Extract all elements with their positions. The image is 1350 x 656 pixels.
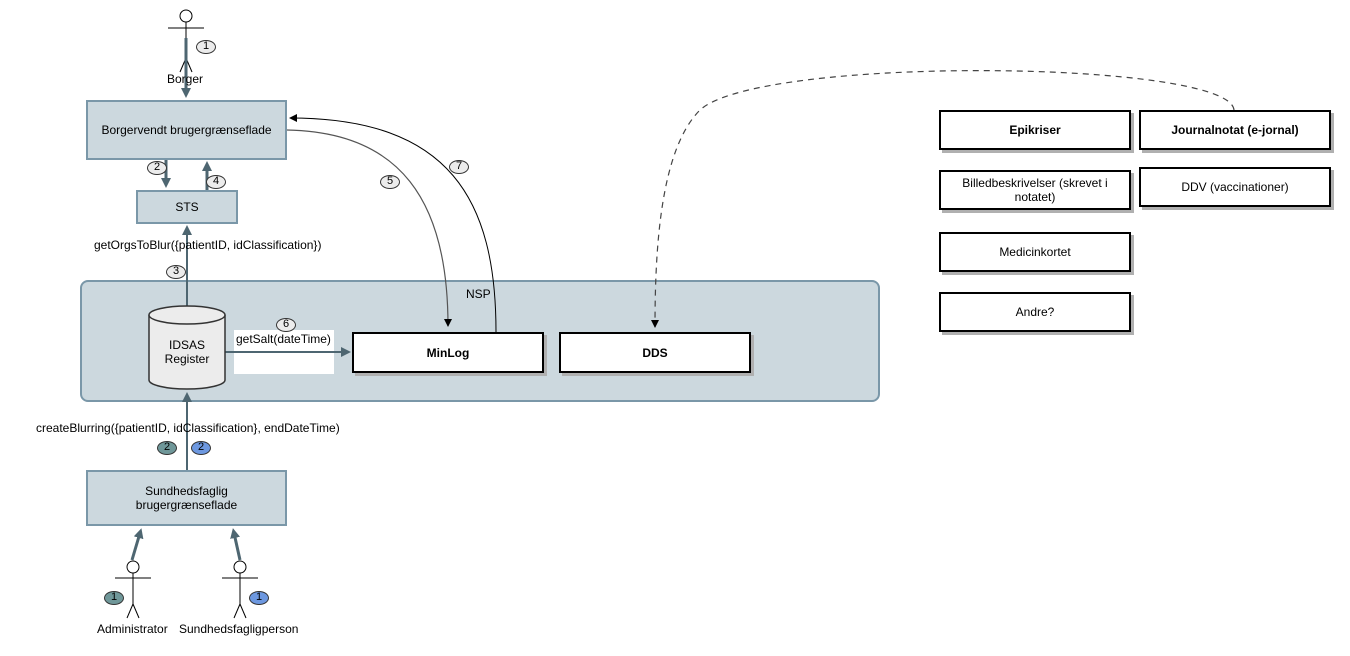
administrator-actor-icon [115, 560, 151, 619]
idsas-label-line2: Register [164, 352, 210, 366]
doc-type-label: Journalnotat (e-jornal) [1171, 123, 1299, 137]
doc-type-label: Epikriser [1009, 123, 1061, 137]
step-badge-3: 3 [166, 265, 186, 279]
sundhedsfaglig-ui-node[interactable]: Sundhedsfaglig brugergrænseflade [86, 470, 287, 526]
doc-type-label: Andre? [1015, 305, 1055, 319]
dds-node[interactable]: DDS [559, 332, 751, 373]
arrow-journal-to-dds [651, 70, 1235, 328]
idsas-label-line1: IDSAS [168, 338, 205, 352]
sts-label: STS [175, 200, 199, 214]
step-badge-4: 4 [206, 175, 226, 189]
arrow-ui-to-minlog [286, 129, 452, 327]
borger-label: Borger [167, 72, 204, 86]
idsas-register-node[interactable]: IDSAS Register [149, 335, 225, 369]
get-orgs-to-blur-label: getOrgsToBlur({patientID, idClassificati… [94, 238, 322, 252]
doc-type-medicinkortet[interactable]: Medicinkortet [939, 232, 1131, 272]
step-badge-7: 7 [449, 160, 469, 174]
minlog-label: MinLog [426, 345, 470, 360]
doc-type-billedbeskrivelser[interactable]: Billedbeskrivelser (skrevet i notatet) [939, 170, 1131, 210]
idsas-database-icon [148, 305, 226, 390]
step-badge-2: 2 [147, 161, 167, 175]
health-step-badge-1: 1 [249, 591, 269, 605]
get-salt-label: getSalt(dateTime) [236, 332, 331, 346]
arrow-admin-to-health-ui [130, 528, 144, 561]
arrow-minlog-to-ui [289, 114, 497, 333]
doc-type-journalnotat[interactable]: Journalnotat (e-jornal) [1139, 110, 1331, 150]
borgervendt-ui-label: Borgervendt brugergrænseflade [101, 123, 272, 137]
sundhedsfaglig-label-line2: brugergrænseflade [135, 498, 238, 512]
doc-type-ddv[interactable]: DDV (vaccinationer) [1139, 167, 1331, 207]
sts-node[interactable]: STS [136, 190, 238, 224]
doc-type-epikriser[interactable]: Epikriser [939, 110, 1131, 150]
health-step-badge-2: 2 [191, 441, 211, 455]
doc-type-andre[interactable]: Andre? [939, 292, 1131, 332]
sundhedsfaglig-label-line1: Sundhedsfaglig [145, 484, 228, 498]
admin-step-badge-1: 1 [104, 591, 124, 605]
nsp-label: NSP [466, 287, 491, 301]
dds-label: DDS [642, 345, 668, 360]
doc-type-label: Billedbeskrivelser (skrevet i notatet) [962, 176, 1108, 204]
administrator-label: Administrator [97, 622, 168, 636]
step-badge-5: 5 [380, 175, 400, 189]
step-badge-1: 1 [196, 40, 216, 54]
sundhedsfagligperson-actor-icon [222, 560, 258, 619]
create-blurring-label: createBlurring({patientID, idClassificat… [36, 421, 340, 435]
arrow-healthperson-to-health-ui [230, 528, 242, 561]
step-badge-6: 6 [276, 318, 296, 332]
borgervendt-ui-node[interactable]: Borgervendt brugergrænseflade [86, 100, 287, 160]
admin-step-badge-2: 2 [157, 441, 177, 455]
sundhedsfagligperson-label: Sundhedsfagligperson [179, 622, 299, 636]
minlog-node[interactable]: MinLog [352, 332, 544, 373]
doc-type-label: DDV (vaccinationer) [1181, 180, 1289, 194]
doc-type-label: Medicinkortet [999, 245, 1071, 259]
